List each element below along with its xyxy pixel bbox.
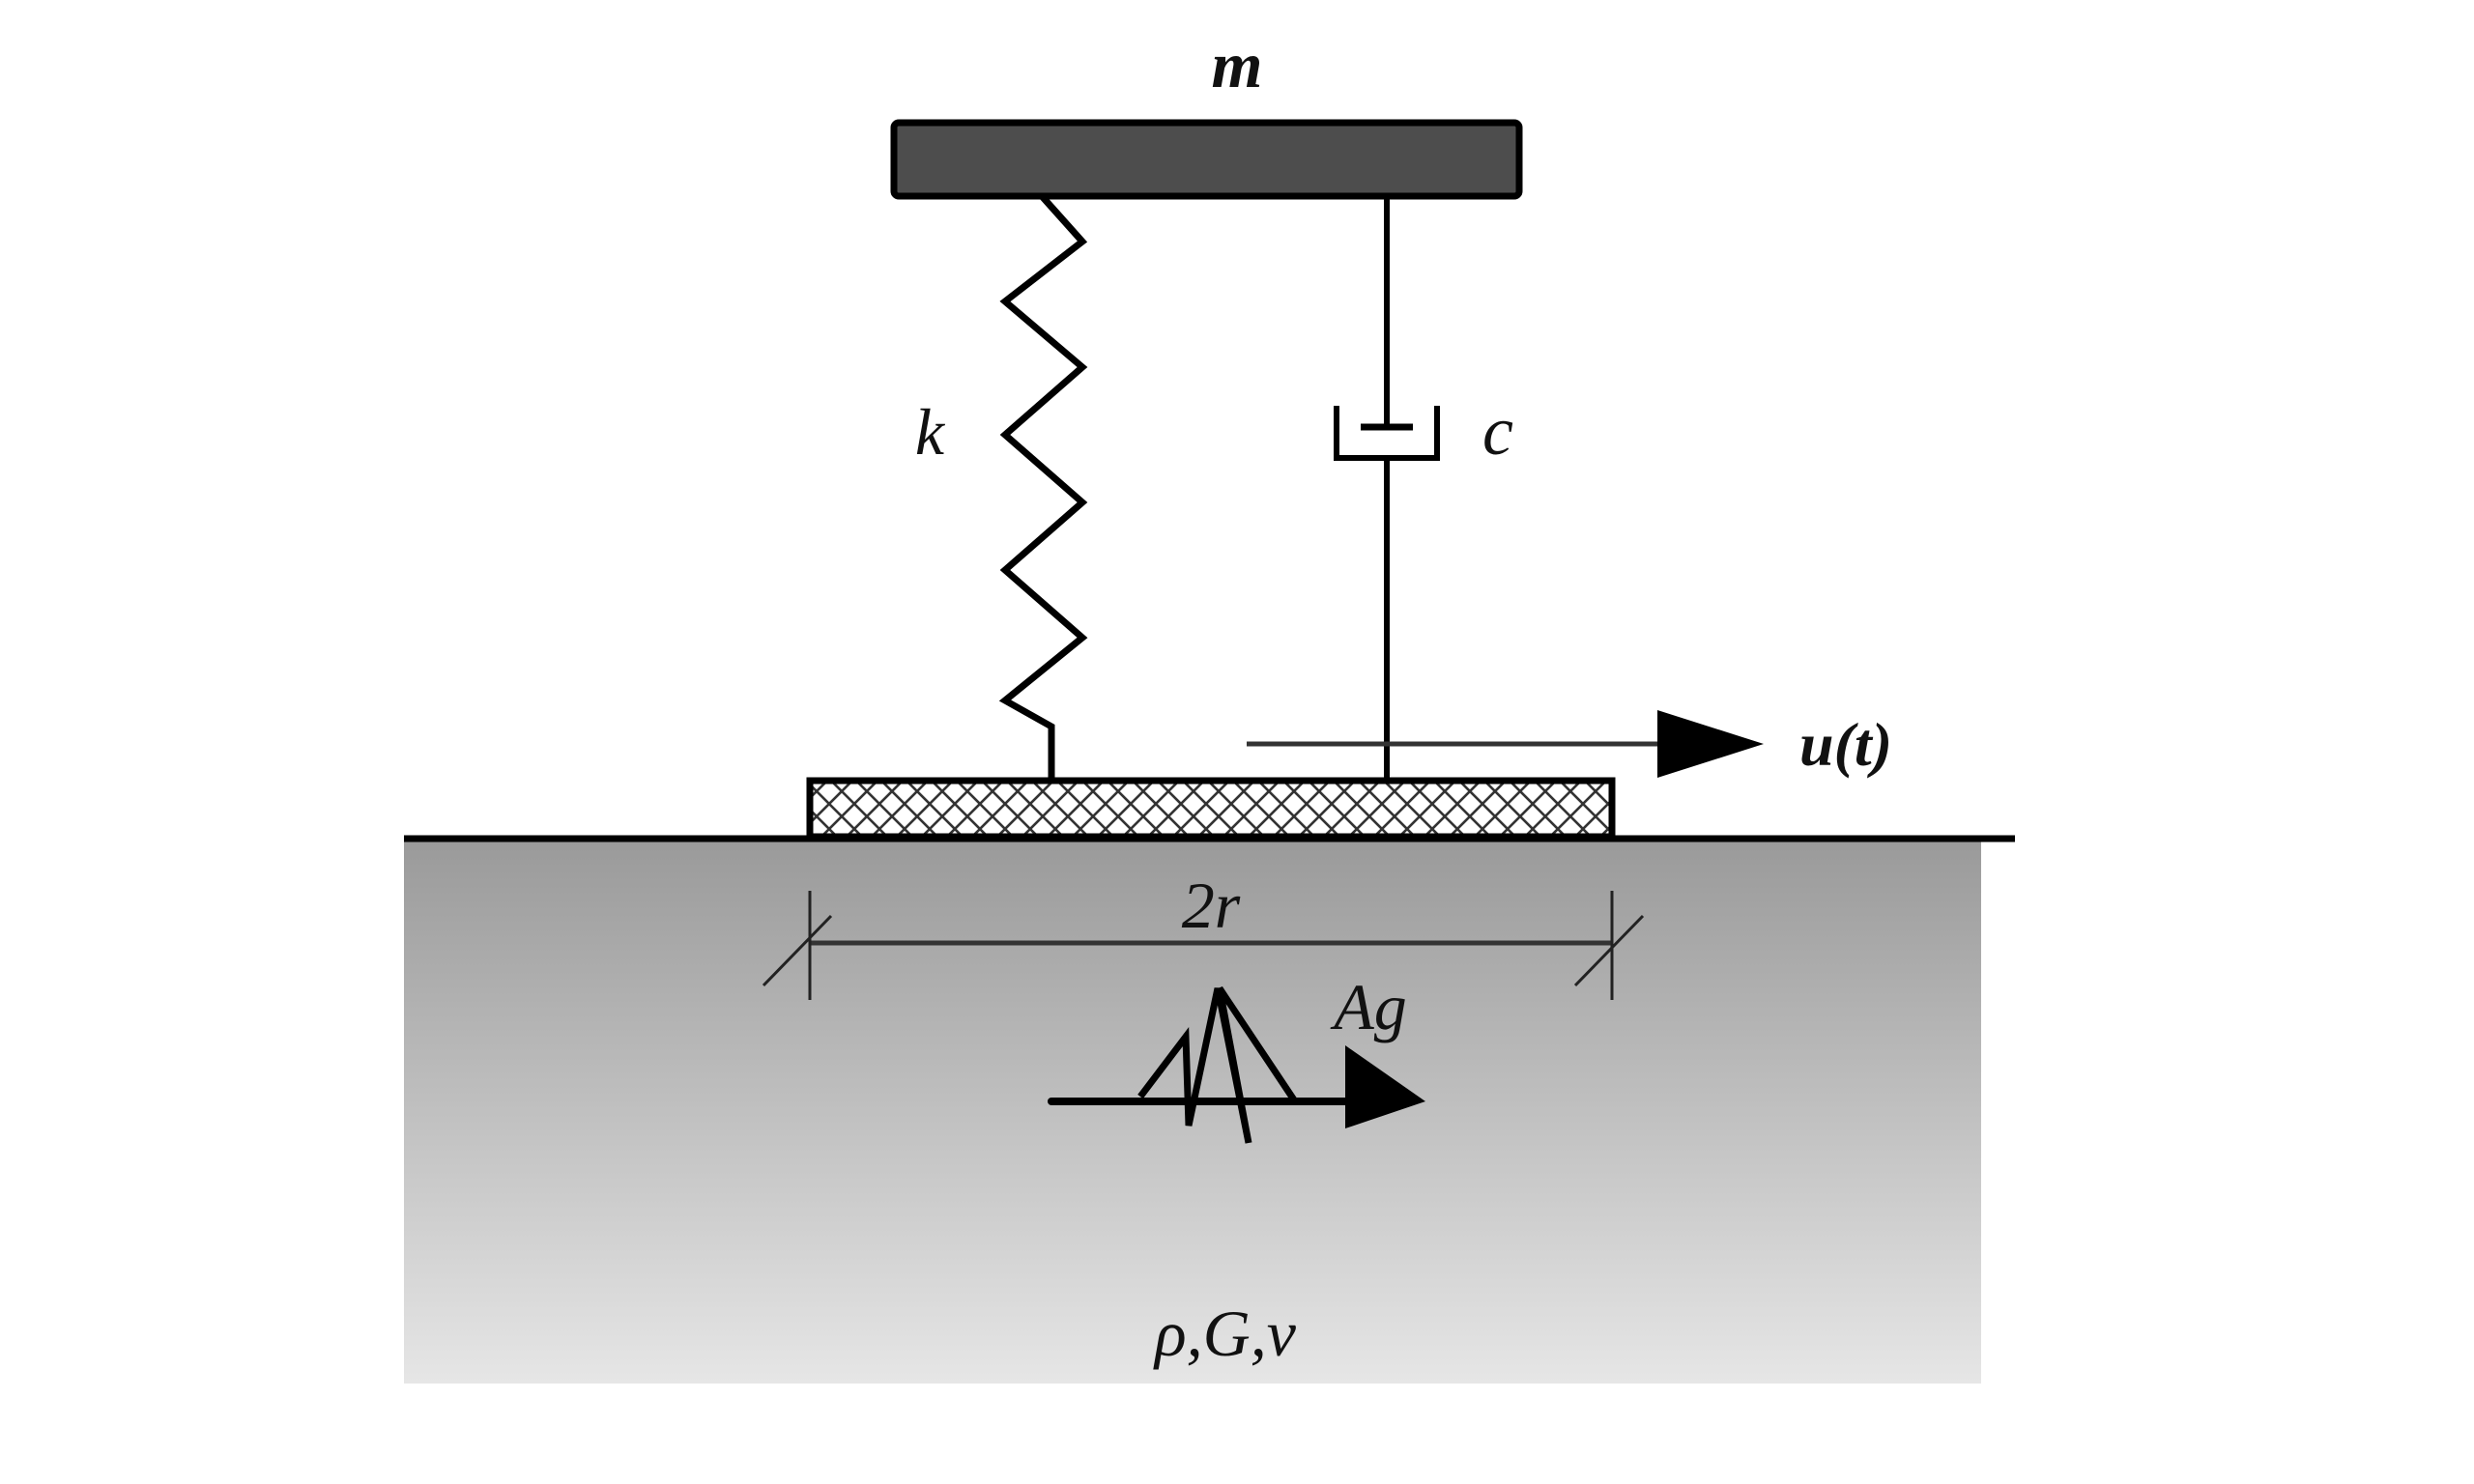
dimension-tick-left (762, 914, 833, 987)
dimension-tick-right (1573, 914, 1645, 987)
spring-label: k (915, 395, 946, 469)
displacement-arrow-head (1657, 710, 1764, 778)
ground-excitation-label: Ag (1330, 970, 1407, 1043)
seismic-zigzag-icon (1137, 986, 1298, 1144)
rigid-foundation (806, 777, 1616, 841)
spring (998, 193, 1088, 781)
displacement-label: u(t) (1799, 710, 1892, 779)
damper-label: c (1482, 392, 1513, 470)
foundation-width-label: 2r (1182, 869, 1241, 942)
mass-label: m (1212, 28, 1263, 101)
excitation-arrow-head (1345, 1045, 1425, 1128)
soil-properties-label: ρ,G,ν (1153, 1297, 1297, 1370)
mass-block (890, 119, 1523, 200)
